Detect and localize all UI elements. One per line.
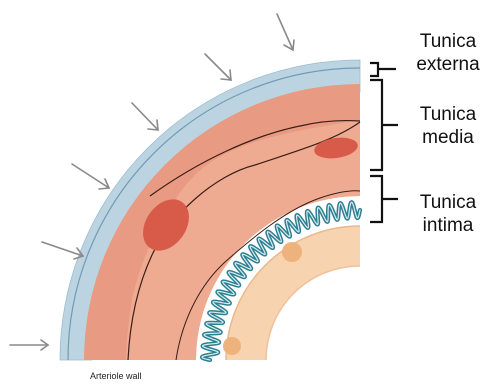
endothelial-cell: [223, 337, 241, 355]
bracket-externa: [370, 63, 396, 76]
label-line: externa: [404, 53, 490, 76]
endothelial-cell: [282, 242, 302, 262]
label-tunica-externa: Tunica externa: [404, 30, 490, 76]
arrow-icon: [42, 242, 83, 259]
arrow-icon: [205, 54, 231, 80]
label-tunica-media: Tunica media: [404, 103, 490, 149]
label-line: Tunica: [404, 30, 490, 53]
label-line: Tunica: [404, 103, 490, 126]
arrow-icon: [277, 14, 294, 50]
label-line: Tunica: [404, 191, 490, 214]
label-line: intima: [404, 214, 490, 237]
diagram-caption: Arteriole wall: [90, 371, 142, 381]
label-line: media: [404, 126, 490, 149]
bracket-media: [370, 80, 398, 170]
arrow-icon: [72, 164, 109, 189]
arrow-icon: [132, 103, 158, 130]
brackets: [370, 63, 398, 222]
arrow-icon: [10, 340, 48, 350]
bracket-intima: [370, 176, 398, 222]
label-tunica-intima: Tunica intima: [404, 191, 490, 237]
